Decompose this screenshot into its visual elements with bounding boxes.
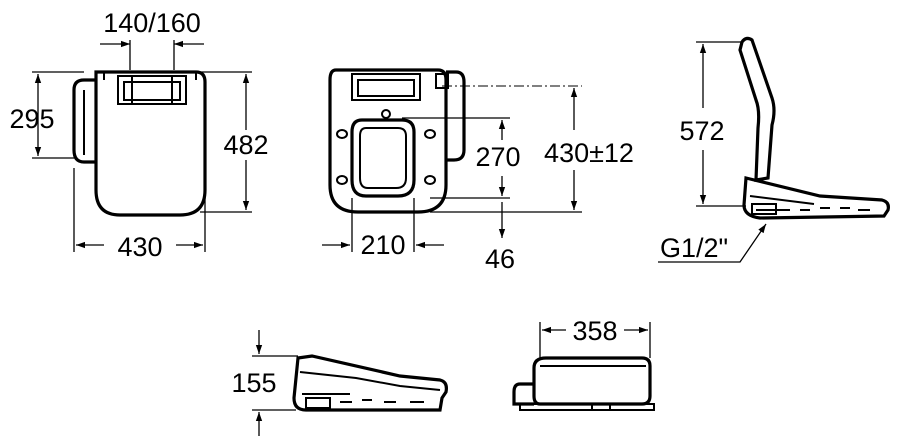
label-height-open: 572 bbox=[679, 116, 724, 146]
dim-width-body: 358 bbox=[539, 316, 651, 358]
dim-offset: 46 bbox=[485, 202, 515, 274]
label-width-body: 358 bbox=[572, 316, 617, 346]
label-water-inlet: G1/2" bbox=[660, 233, 728, 263]
label-bolt-spacing: 140/160 bbox=[103, 8, 201, 38]
label-width-total: 430 bbox=[117, 232, 162, 262]
dim-inner-width: 210 bbox=[322, 198, 444, 260]
label-depth-to-fixing: 295 bbox=[9, 104, 54, 134]
side-view-open bbox=[738, 36, 890, 220]
label-depth-total: 482 bbox=[223, 130, 268, 160]
top-view-seat bbox=[72, 70, 207, 217]
dim-depth-adjust: 430±12 bbox=[430, 88, 634, 213]
dim-depth-total: 482 bbox=[200, 71, 269, 213]
top-view-open bbox=[328, 68, 466, 214]
dim-height-open: 572 bbox=[679, 41, 746, 207]
label-height-closed: 155 bbox=[231, 368, 276, 398]
label-offset: 46 bbox=[485, 244, 515, 274]
dim-height-closed: 155 bbox=[231, 330, 298, 436]
water-inlet-leader: G1/2" bbox=[658, 223, 767, 263]
label-depth-adjust: 430±12 bbox=[544, 138, 634, 168]
dim-depth-to-fixing: 295 bbox=[9, 71, 84, 159]
dim-seat-ring-length: 270 bbox=[402, 117, 521, 199]
dim-bolt-spacing: 140/160 bbox=[100, 8, 204, 70]
label-inner-width: 210 bbox=[360, 230, 405, 260]
side-view-closed bbox=[292, 354, 448, 412]
rear-view-body bbox=[512, 356, 655, 411]
dim-width-total: 430 bbox=[73, 168, 206, 262]
label-seat-ring-length: 270 bbox=[475, 142, 520, 172]
